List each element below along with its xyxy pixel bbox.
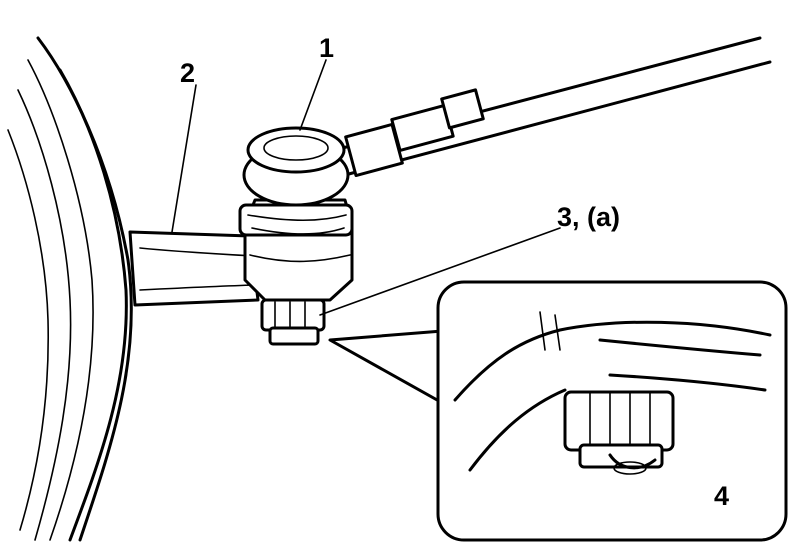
tie-rod <box>333 36 772 178</box>
tire-sidewall <box>7 36 133 542</box>
callout-3a: 3, (a) <box>557 202 620 232</box>
tie-rod-end <box>238 126 354 302</box>
detail-inset <box>436 280 788 542</box>
callout-4: 4 <box>714 481 729 511</box>
callout-1: 1 <box>319 33 334 63</box>
detail-pointer <box>328 328 457 412</box>
knuckle-arm <box>128 230 260 307</box>
callout-2: 2 <box>180 58 195 88</box>
castle-nut <box>260 298 326 346</box>
